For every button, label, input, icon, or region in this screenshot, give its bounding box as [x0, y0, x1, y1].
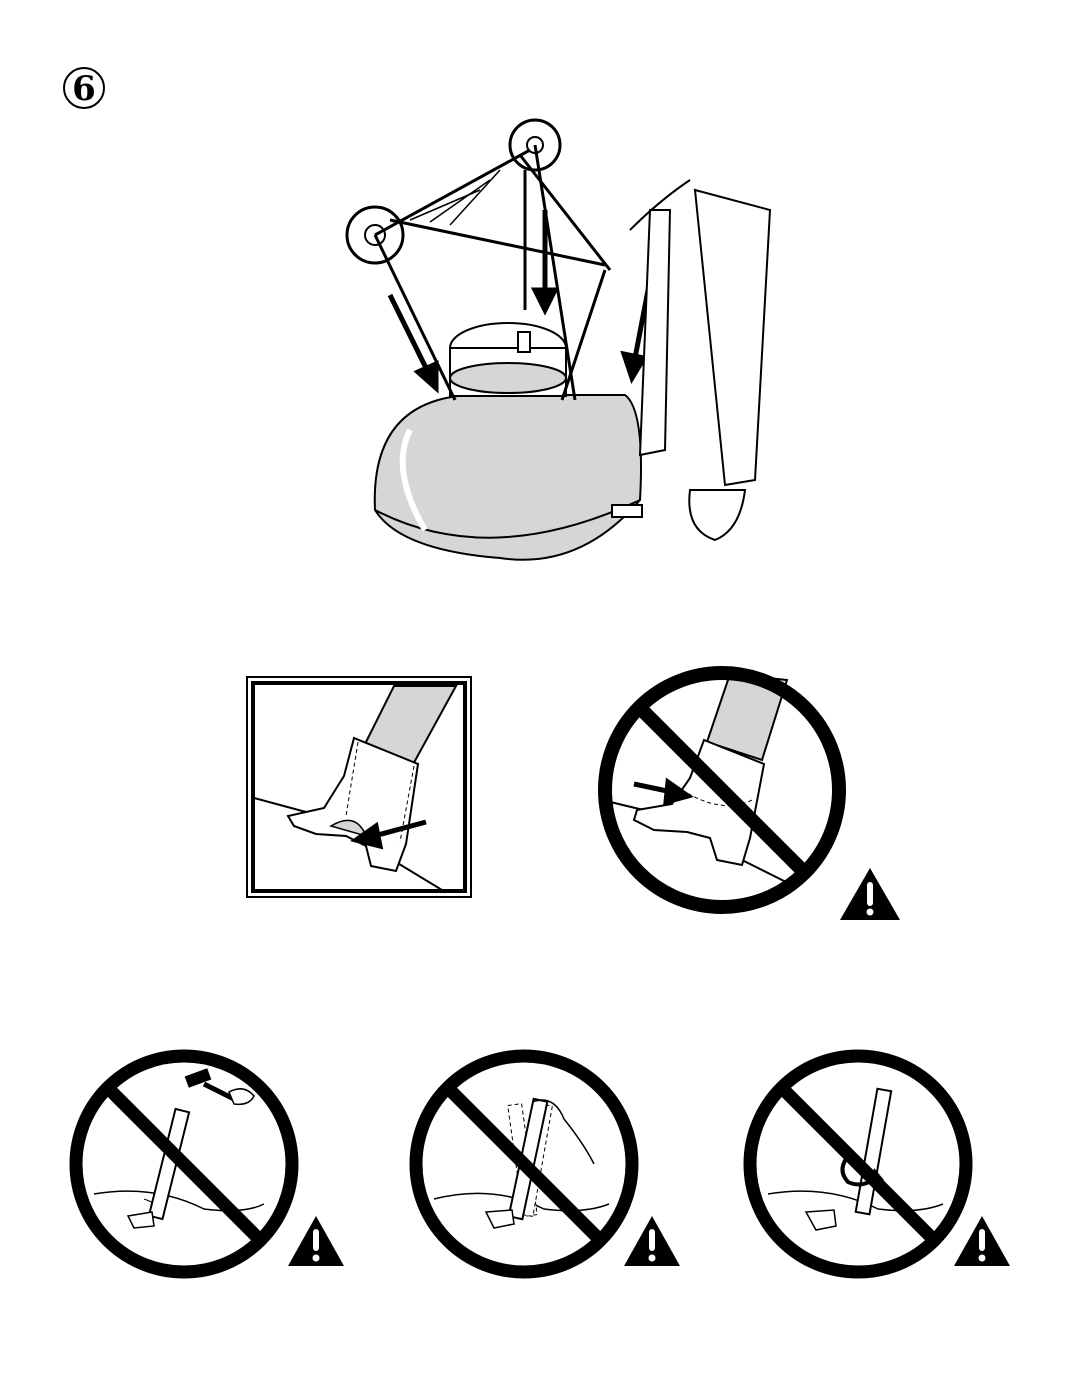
step-number-text: 6 — [72, 69, 96, 109]
no-rocking-warning — [404, 1044, 644, 1284]
warning-triangle-icon — [838, 866, 902, 922]
no-twisting-warning — [738, 1044, 978, 1284]
no-hammering-prohibited-icon — [69, 1049, 299, 1279]
leg-not-fully-inserted-prohibited-icon — [598, 666, 846, 914]
warning-triangle-icon — [286, 1214, 346, 1268]
no-twisting-leg-prohibited-icon — [743, 1049, 973, 1279]
leg-inserted-correctly-icon — [246, 676, 472, 898]
wrong-insertion-detail — [592, 660, 852, 920]
step-number: 6 — [62, 58, 106, 118]
grill-leg-assembly-icon — [345, 118, 772, 561]
no-hammer-warning — [64, 1044, 304, 1284]
warning-triangle-icon — [952, 1214, 1012, 1268]
warning-triangle-icon — [622, 1214, 682, 1268]
no-rocking-leg-prohibited-icon — [409, 1049, 639, 1279]
correct-insertion-detail — [246, 676, 472, 898]
main-assembly-illustration — [330, 110, 780, 570]
